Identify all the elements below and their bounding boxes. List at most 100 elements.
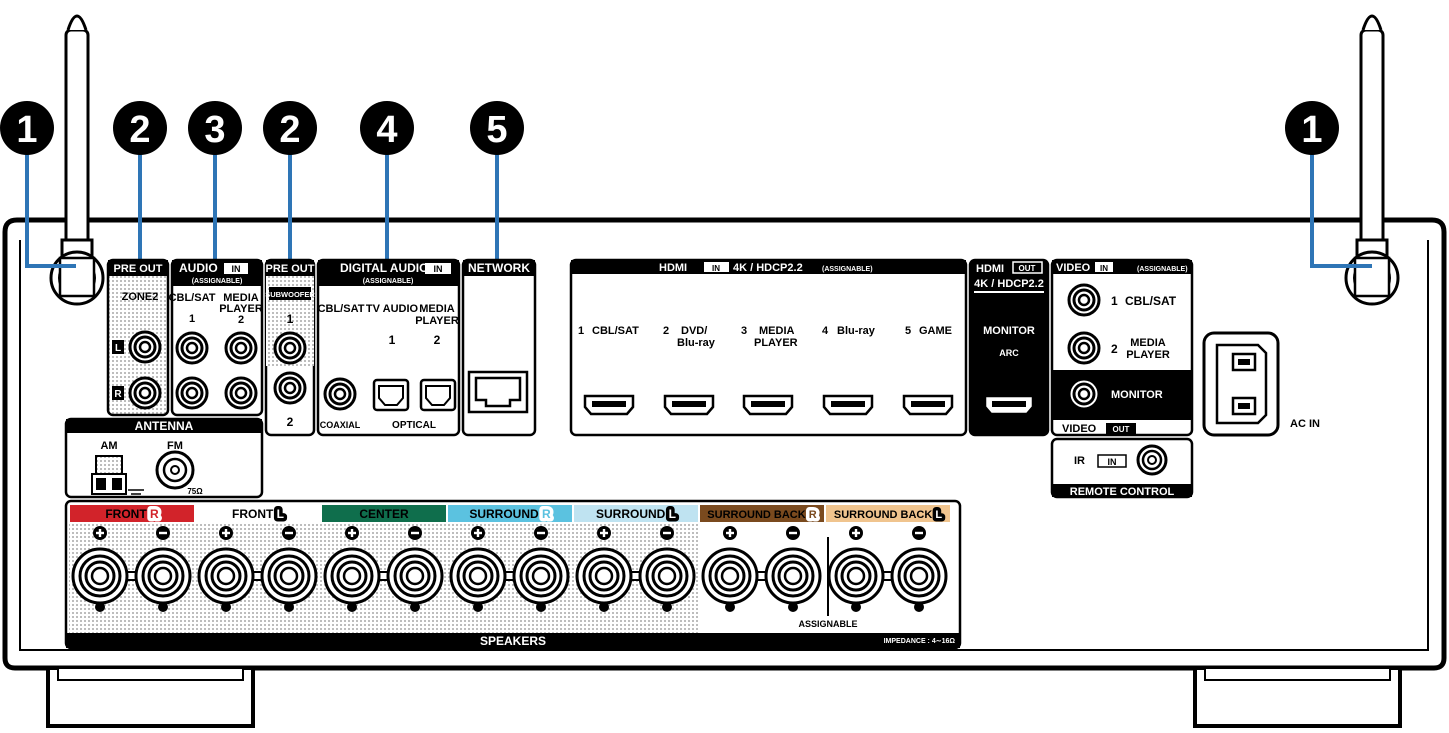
svg-text:1: 1 (389, 333, 396, 347)
ac-in-label: AC IN (1290, 418, 1320, 430)
optical-2-port[interactable] (419, 378, 457, 412)
speaker-side-tag: R (809, 509, 817, 521)
antenna-section: ANTENNA AM FM 75Ω (64, 417, 264, 499)
callout-4-digital: 4 (360, 101, 414, 155)
callout-lines (25, 140, 1372, 268)
hdmi-in-5-port[interactable] (902, 394, 954, 416)
video-out-monitor-jack[interactable] (1067, 377, 1101, 411)
ethernet-port[interactable] (467, 370, 529, 414)
svg-text:1: 1 (1301, 109, 1322, 151)
callout-1-left: 1 (0, 101, 54, 155)
positive-symbol-icon (471, 526, 485, 540)
svg-text:CBL/SAT: CBL/SAT (169, 292, 216, 304)
audio-in-2-l-jack[interactable] (224, 331, 258, 365)
svg-text:NETWORK: NETWORK (468, 261, 530, 275)
svg-text:AUDIO: AUDIO (179, 261, 218, 275)
svg-text:MONITOR: MONITOR (983, 325, 1035, 337)
optical-1-port[interactable] (372, 378, 410, 412)
fm-terminal[interactable] (155, 450, 195, 490)
svg-text:IN: IN (434, 264, 443, 274)
svg-text:2: 2 (279, 109, 300, 151)
svg-text:4: 4 (822, 325, 829, 337)
svg-text:L: L (115, 343, 121, 354)
positive-symbol-icon (219, 526, 233, 540)
speaker-channel-0: FRONT R (70, 504, 194, 614)
speaker-channel-4: SURROUND L (574, 504, 698, 614)
svg-text:1: 1 (1111, 294, 1118, 308)
svg-text:CBL/SAT: CBL/SAT (318, 303, 365, 315)
hdmi-in-3-port[interactable] (742, 394, 794, 416)
hdmi-in-4-port[interactable] (822, 394, 874, 416)
svg-text:DVD/: DVD/ (681, 325, 707, 337)
hdmi-in-1-port[interactable] (583, 394, 635, 416)
hdmi-in-2-port[interactable] (663, 394, 715, 416)
audio-in-1-r-jack[interactable] (175, 376, 209, 410)
svg-text:2: 2 (238, 314, 244, 326)
speaker-channel-3: SURROUND R (448, 504, 572, 614)
svg-text:MEDIA: MEDIA (759, 325, 795, 337)
svg-text:2: 2 (434, 333, 441, 347)
svg-text:3: 3 (204, 109, 225, 151)
svg-text:OPTICAL: OPTICAL (392, 420, 436, 431)
audio-in-1-l-jack[interactable] (175, 331, 209, 365)
svg-text:IMPEDANCE : 4∼16Ω: IMPEDANCE : 4∼16Ω (884, 638, 956, 645)
svg-text:IN: IN (1108, 457, 1117, 467)
preout-zone2-section: PRE OUT ZONE2 L R (106, 258, 170, 417)
svg-text:PLAYER: PLAYER (754, 337, 798, 349)
svg-text:ASSIGNABLE: ASSIGNABLE (798, 619, 857, 629)
svg-text:3: 3 (741, 325, 747, 337)
svg-text:REMOTE CONTROL: REMOTE CONTROL (1070, 486, 1175, 498)
svg-text:Blu-ray: Blu-ray (837, 325, 876, 337)
speaker-channel-label: SURROUND BACK L (834, 509, 942, 521)
digital-audio-section: DIGITAL AUDIO IN (ASSIGNABLE) CBL/SAT TV… (316, 258, 461, 437)
svg-text:CBL/SAT: CBL/SAT (592, 325, 639, 337)
positive-symbol-icon (723, 526, 737, 540)
svg-text:4K / HDCP2.2: 4K / HDCP2.2 (974, 278, 1044, 290)
negative-symbol-icon (534, 526, 548, 540)
subwoofer-2-jack[interactable] (273, 371, 307, 405)
svg-text:ANTENNA: ANTENNA (135, 419, 194, 433)
svg-text:SUBWOOFER: SUBWOOFER (265, 290, 315, 299)
callout-1-right: 1 (1285, 101, 1339, 155)
video-in-1-jack[interactable] (1067, 283, 1101, 317)
ac-inlet[interactable] (1202, 331, 1280, 437)
audio-in-2-r-jack[interactable] (224, 376, 258, 410)
svg-text:2: 2 (663, 325, 669, 337)
negative-symbol-icon (786, 526, 800, 540)
svg-text:IN: IN (712, 264, 720, 273)
svg-text:PLAYER: PLAYER (219, 303, 263, 315)
left-antenna (49, 14, 105, 306)
speaker-side-tag: R (542, 507, 551, 521)
video-in-2-jack[interactable] (1067, 331, 1101, 365)
callout-2-zone2: 2 (113, 101, 167, 155)
callout-2-subwoofer: 2 (263, 101, 317, 155)
zone2-l-jack[interactable] (128, 330, 162, 364)
negative-symbol-icon (408, 526, 422, 540)
svg-text:1: 1 (287, 312, 294, 326)
svg-text:IN: IN (1100, 264, 1108, 273)
svg-text:VIDEO: VIDEO (1056, 262, 1091, 274)
negative-symbol-icon (282, 526, 296, 540)
svg-text:OUT: OUT (1019, 264, 1036, 273)
svg-text:MONITOR: MONITOR (1111, 389, 1163, 401)
zone2-r-jack[interactable] (128, 376, 162, 410)
speaker-side-tag: R (150, 507, 159, 521)
am-terminal[interactable] (91, 455, 144, 498)
speaker-channel-label: CENTER (359, 507, 409, 521)
preout-subwoofer-section: PRE OUT SUBWOOFER 1 2 (264, 258, 315, 437)
coaxial-jack[interactable] (323, 377, 357, 411)
svg-text:4: 4 (376, 109, 397, 151)
subwoofer-1-jack[interactable] (273, 331, 307, 365)
svg-text:OUT: OUT (1113, 425, 1130, 434)
speaker-side-tag: L (669, 507, 676, 521)
negative-symbol-icon (660, 526, 674, 540)
speaker-channel-label: FRONT R (105, 507, 159, 521)
svg-text:5: 5 (905, 325, 911, 337)
speaker-channel-5: SURROUND BACK R (700, 505, 824, 614)
svg-text:AM: AM (100, 440, 117, 452)
svg-text:VIDEO: VIDEO (1062, 423, 1097, 435)
callout-5-network: 5 (470, 101, 524, 155)
hdmi-out-monitor-port[interactable] (983, 394, 1035, 416)
ir-in-jack[interactable] (1136, 444, 1168, 476)
